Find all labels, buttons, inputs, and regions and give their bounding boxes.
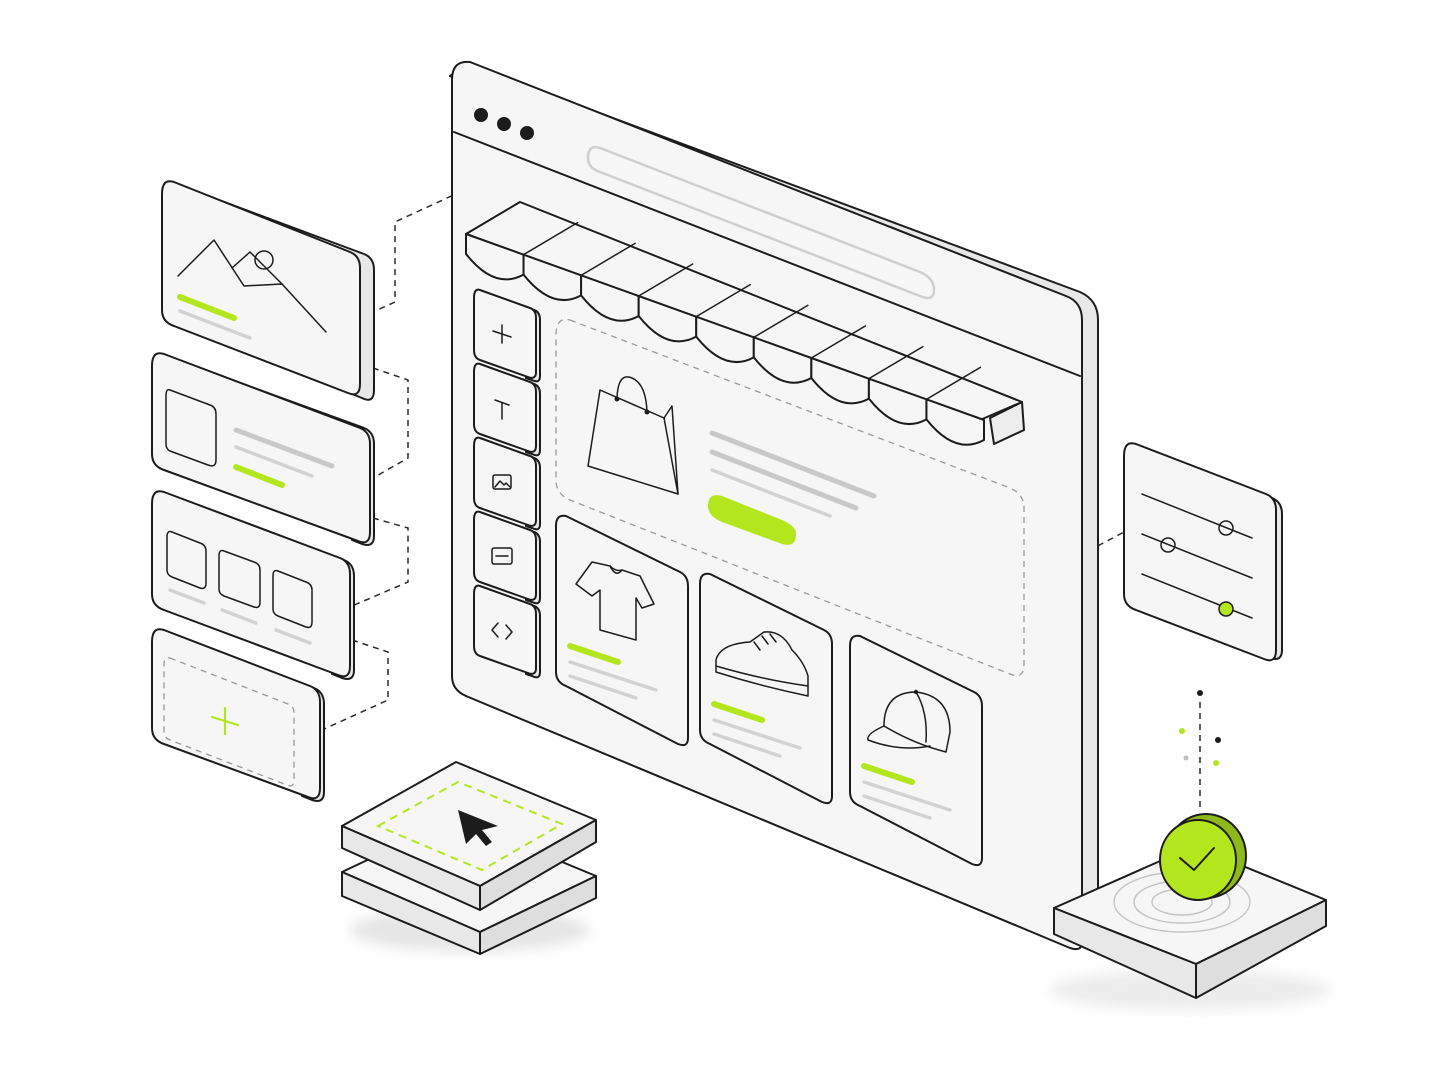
tool-button-text[interactable] <box>473 362 541 457</box>
settings-panel[interactable] <box>1123 442 1283 662</box>
awning-stripe <box>753 304 809 339</box>
awning-scallop <box>925 398 985 446</box>
cursor-arrow-icon <box>458 810 498 846</box>
product-title-line <box>568 660 658 692</box>
sneaker-icon <box>715 631 809 697</box>
divider-icon <box>491 547 513 565</box>
slider-knob[interactable] <box>1160 537 1176 553</box>
window-dot-icon[interactable] <box>497 117 511 131</box>
window-dot-icon[interactable] <box>474 108 488 122</box>
selection-tile[interactable] <box>341 761 597 955</box>
hero-section <box>555 318 1025 677</box>
product-desc-line <box>712 732 782 758</box>
tool-button-plus[interactable] <box>473 288 541 383</box>
address-bar[interactable] <box>586 145 936 300</box>
media-text-block[interactable] <box>151 352 375 546</box>
code-icon <box>491 622 513 640</box>
image-block[interactable] <box>161 180 375 401</box>
tool-button-divider[interactable] <box>473 510 541 605</box>
component-blocks <box>151 180 375 802</box>
shopping-bag-icon <box>587 376 679 495</box>
hero-cta-button[interactable] <box>708 495 796 545</box>
awning-stripe <box>925 366 982 401</box>
product-card[interactable] <box>849 634 983 867</box>
image-icon <box>492 474 512 490</box>
publish-pad[interactable] <box>1050 813 1330 1010</box>
product-card[interactable] <box>699 572 833 805</box>
tool-button-image[interactable] <box>473 436 541 531</box>
slider-knob[interactable] <box>1218 520 1234 536</box>
slider-knob-active[interactable] <box>1218 601 1234 617</box>
text-icon <box>494 399 510 420</box>
store-awning <box>465 201 1025 446</box>
tshirt-icon <box>575 561 655 641</box>
tool-palette <box>473 288 541 679</box>
checkmark-icon <box>1179 847 1215 871</box>
awning-stripe <box>695 283 751 318</box>
window-controls[interactable] <box>474 108 534 140</box>
product-grid <box>555 514 983 867</box>
awning-stripe <box>580 242 636 277</box>
awning-stripe <box>868 345 924 380</box>
gallery-tiles <box>166 530 313 629</box>
product-price-bar <box>861 763 915 785</box>
window-dot-icon[interactable] <box>520 126 534 140</box>
awning-stripe <box>465 201 521 235</box>
awning-stripe <box>637 263 694 297</box>
product-price-bar <box>711 701 765 723</box>
publish-check-button[interactable] <box>1159 813 1247 901</box>
awning-scallops <box>465 201 985 446</box>
product-card[interactable] <box>555 514 689 747</box>
sliders-icon <box>1141 493 1253 619</box>
gallery-block[interactable] <box>151 490 355 680</box>
plus-icon <box>210 706 240 736</box>
product-title-line <box>712 718 802 750</box>
landscape-image-icon <box>177 239 327 333</box>
awning-stripe <box>810 325 867 359</box>
cap-icon <box>867 689 951 753</box>
awning-stripe <box>522 221 579 256</box>
product-title-line <box>862 780 952 812</box>
connector-lines <box>321 167 1221 810</box>
product-desc-line <box>568 674 638 700</box>
add-block[interactable] <box>151 628 325 802</box>
plus-icon <box>492 324 512 344</box>
product-price-bar <box>567 643 621 665</box>
product-desc-line <box>862 794 932 820</box>
tool-button-code[interactable] <box>473 584 541 679</box>
